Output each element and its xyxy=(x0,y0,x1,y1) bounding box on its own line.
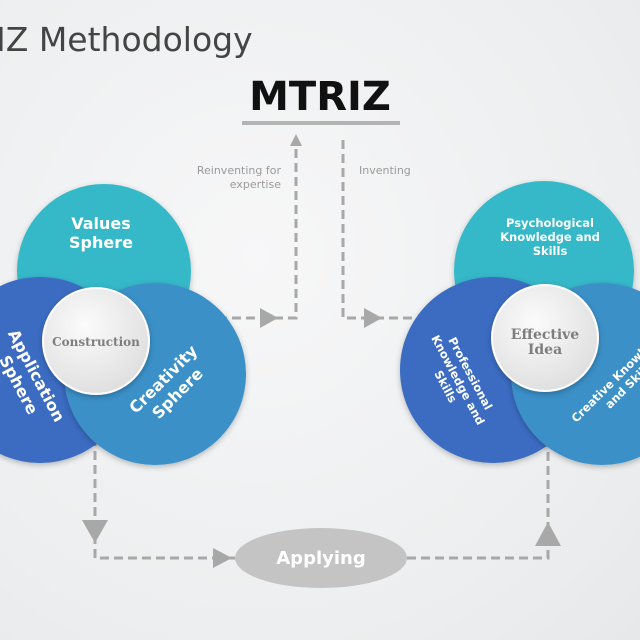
values-sphere-line1: Values xyxy=(71,214,131,233)
mtriz-heading: MTRIZ xyxy=(249,74,391,120)
right-cluster: Psychological Knowledge and Skills Profe… xyxy=(400,181,640,465)
reinventing-label-line2: expertise xyxy=(230,178,281,191)
left-cluster: Values Sphere Application Sphere Creativ… xyxy=(0,184,246,465)
heading-underline xyxy=(242,121,400,125)
construction-label: Construction xyxy=(52,335,140,349)
slide-title: IZ Methodology xyxy=(0,20,253,59)
values-sphere-line2: Sphere xyxy=(69,233,133,252)
applying-node: Applying xyxy=(235,528,407,588)
psychological-line1: Psychological xyxy=(506,216,594,230)
psychological-line2: Knowledge and xyxy=(500,230,600,244)
psychological-line3: Skills xyxy=(533,244,568,258)
inventing-label: Inventing xyxy=(359,164,411,177)
applying-label: Applying xyxy=(276,548,365,569)
construction-core xyxy=(42,287,150,395)
effective-idea-core xyxy=(491,284,599,392)
arrow-to-applying xyxy=(82,395,235,568)
reinventing-label-line1: Reinventing for xyxy=(197,164,282,177)
arrow-inventing xyxy=(341,140,492,328)
effective-idea-line2: Idea xyxy=(528,342,562,358)
effective-idea-line1: Effective xyxy=(511,327,580,343)
